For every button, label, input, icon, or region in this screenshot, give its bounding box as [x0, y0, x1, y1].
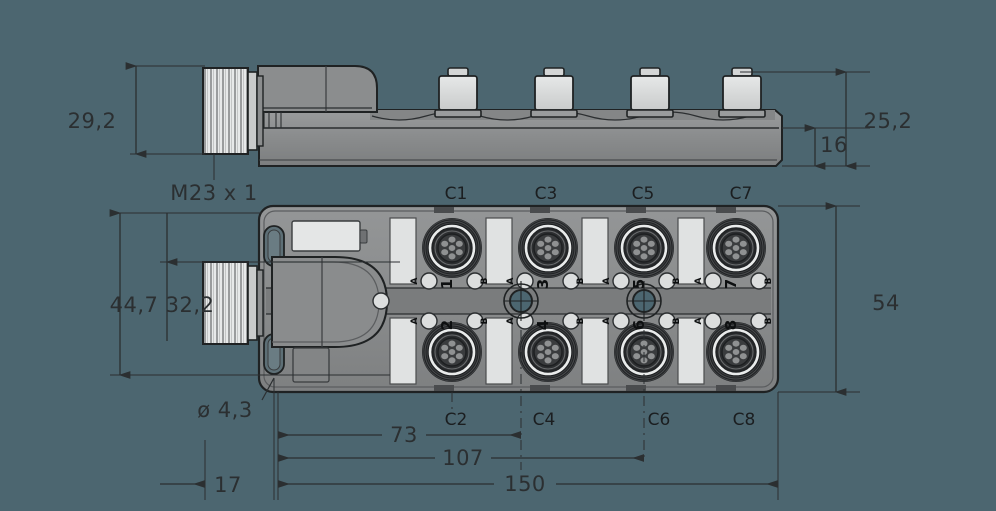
- port-number-6: 6: [630, 320, 648, 330]
- led-label-b-1: B: [480, 277, 490, 284]
- callout-c6: C6: [648, 410, 671, 430]
- port-number-8: 8: [722, 320, 740, 330]
- led-label-b-3: B: [576, 277, 586, 284]
- callout-c7: C7: [730, 184, 753, 204]
- port-number-1: 1: [438, 279, 456, 289]
- front-led-status: [372, 292, 390, 310]
- m23-thread-side: [202, 67, 264, 155]
- led-label-a-6: A: [602, 317, 612, 324]
- front-mount-hole-left: [503, 281, 539, 321]
- m23-thread-front: [202, 261, 264, 345]
- side-view-dimensions: [125, 62, 870, 180]
- connector-callouts: C1 C3 C5 C7 C2 C4 C6 C8: [445, 184, 756, 430]
- front-view: [202, 204, 780, 394]
- led-label-b-5: B: [672, 277, 682, 284]
- front-m23-boss: [271, 256, 389, 348]
- port-c5[interactable]: [612, 216, 676, 280]
- callout-c3: C3: [535, 184, 558, 204]
- dim-length-total: 150: [504, 472, 546, 496]
- side-elbow-housing: [257, 65, 378, 113]
- callout-c2: C2: [445, 410, 468, 430]
- callout-c4: C4: [533, 410, 556, 430]
- port-number-4: 4: [534, 320, 552, 330]
- dim-height-total-front: 44,7: [110, 293, 159, 317]
- label-thread: M23 x 1: [170, 181, 257, 205]
- side-view: [202, 65, 783, 167]
- led-label-a-8: A: [694, 317, 704, 324]
- led-label-b-2: B: [480, 317, 490, 324]
- port-number-2: 2: [438, 320, 456, 330]
- dim-pitch-second: 107: [442, 446, 484, 470]
- callout-c5: C5: [632, 184, 655, 204]
- port-number-5: 5: [630, 279, 648, 289]
- port-number-3: 3: [534, 279, 552, 289]
- led-label-a-1: A: [410, 277, 420, 284]
- led-label-b-8: B: [764, 317, 774, 324]
- dim-pitch-first: 73: [390, 423, 418, 447]
- side-elbow-step: [263, 112, 300, 129]
- port-number-labels: 1 3 5 7 2 4 6 8 A B A B A B A B A B A B …: [410, 277, 774, 330]
- dim-hole-diameter: ø 4,3: [197, 398, 252, 422]
- port-c1[interactable]: [420, 216, 484, 280]
- led-label-a-3: A: [506, 277, 516, 284]
- front-body-inner-edge: [263, 210, 774, 388]
- led-label-a-4: A: [506, 317, 516, 324]
- port-c7[interactable]: [704, 216, 768, 280]
- led-label-b-7: B: [764, 277, 774, 284]
- front-label-plate: [291, 220, 361, 252]
- led-label-b-4: B: [576, 317, 586, 324]
- side-elbow-ribs: [268, 112, 282, 128]
- callout-c8: C8: [733, 410, 756, 430]
- port-c3[interactable]: [516, 216, 580, 280]
- dim-offset-left: 17: [214, 473, 242, 497]
- front-lower-detail: [292, 347, 330, 383]
- led-label-b-6: B: [672, 317, 682, 324]
- front-port-separators: [389, 207, 736, 391]
- front-leds-top: [420, 272, 768, 290]
- dim-height-total-side: 29,2: [68, 109, 117, 133]
- dim-height-conn-front: 32,2: [166, 293, 215, 317]
- led-label-a-2: A: [410, 317, 420, 324]
- front-leds-bottom: [420, 312, 768, 330]
- led-label-a-5: A: [602, 277, 612, 284]
- callout-c1: C1: [445, 184, 468, 204]
- led-label-a-7: A: [694, 277, 704, 284]
- dim-height-body-front: 54: [872, 291, 900, 315]
- front-label-clip: [359, 229, 368, 244]
- port-number-7: 7: [722, 279, 740, 289]
- front-mount-hole-right: [626, 281, 662, 321]
- dim-height-base-right: 16: [820, 133, 848, 157]
- dim-height-body-right: 25,2: [864, 109, 913, 133]
